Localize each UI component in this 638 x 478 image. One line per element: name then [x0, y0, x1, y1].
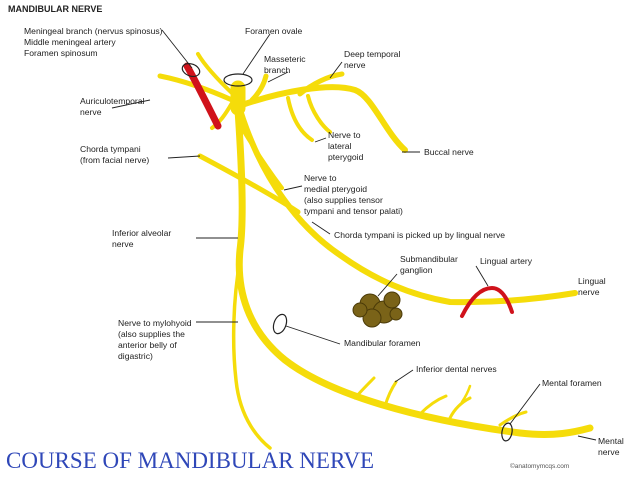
- foramen-markers: [181, 62, 513, 442]
- auriculotemporal-root: [210, 101, 234, 130]
- lingual-artery: [460, 285, 514, 318]
- svg-text:(also supplies tensor: (also supplies tensor: [304, 195, 383, 205]
- label-meningeal: Meningeal branch (nervus spinosus) Middl…: [24, 26, 163, 58]
- diagram-header: MANDIBULAR NERVE: [8, 4, 102, 14]
- label-masseteric: Masseteric branch: [264, 54, 306, 75]
- label-mental-nerve: Mental nerve: [598, 436, 624, 457]
- svg-text:lateral: lateral: [328, 141, 351, 151]
- mylohyoid-nerve: [231, 258, 272, 450]
- label-inferior-alveolar: Inferior alveolar nerve: [112, 228, 171, 249]
- label-lingual-nerve: Lingual nerve: [578, 276, 606, 297]
- label-mandibular-foramen: Mandibular foramen: [344, 338, 421, 348]
- svg-text:digastric): digastric): [118, 351, 153, 361]
- foramen-spinosum-ring: [181, 62, 201, 78]
- label-buccal: Buccal nerve: [424, 147, 474, 157]
- leader-lines: [111, 29, 597, 441]
- svg-text:nerve: nerve: [80, 107, 102, 117]
- medial-pterygoid-nerve: [238, 123, 284, 190]
- submandibular-ganglion: [352, 291, 403, 328]
- svg-text:tympani and tensor palati): tympani and tensor palati): [304, 206, 403, 216]
- svg-text:branch: branch: [264, 65, 290, 75]
- inferior-alveolar-nerve: [234, 106, 594, 438]
- svg-text:Nerve to: Nerve to: [304, 173, 337, 183]
- nerve-trunks: [157, 52, 594, 450]
- masseteric-nerve: [249, 73, 269, 103]
- svg-text:Lingual: Lingual: [578, 276, 606, 286]
- label-mental-foramen: Mental foramen: [542, 378, 602, 388]
- label-chorda-tympani: Chorda tympani (from facial nerve): [80, 144, 149, 165]
- svg-text:pterygoid: pterygoid: [328, 152, 364, 162]
- svg-text:(from facial nerve): (from facial nerve): [80, 155, 149, 165]
- deep-temporal-nerve: [297, 71, 345, 97]
- label-chorda-picked-up: Chorda tympani is picked up by lingual n…: [334, 230, 505, 240]
- lingual-nerve: [237, 107, 578, 306]
- auriculotemporal-nerve-2: [196, 52, 237, 98]
- svg-text:Meningeal branch (nervus spino: Meningeal branch (nervus spinosus): [24, 26, 163, 36]
- svg-text:Nerve to: Nerve to: [328, 130, 361, 140]
- label-lingual-artery: Lingual artery: [480, 256, 533, 266]
- svg-text:medial pterygoid: medial pterygoid: [304, 184, 367, 194]
- svg-text:Mental: Mental: [598, 436, 624, 446]
- label-foramen-ovale: Foramen ovale: [245, 26, 303, 36]
- svg-text:Middle meningeal artery: Middle meningeal artery: [24, 37, 116, 47]
- label-inferior-dental: Inferior dental nerves: [416, 364, 497, 374]
- chorda-tympani-nerve: [197, 153, 301, 215]
- svg-text:Inferior alveolar: Inferior alveolar: [112, 228, 171, 238]
- buccal-nerve: [239, 84, 408, 153]
- foramen-ovale-ring: [223, 73, 253, 87]
- label-submandibular: Submandibular ganglion: [400, 254, 458, 275]
- footer-title: COURSE OF MANDIBULAR NERVE: [6, 448, 374, 473]
- label-medial-pterygoid: Nerve to medial pterygoid (also supplies…: [304, 173, 403, 216]
- lateral-pterygoid-nerve-2: [306, 94, 332, 134]
- svg-text:anterior belly of: anterior belly of: [118, 340, 177, 350]
- copyright-text: ©anatomymcqs.com: [510, 462, 569, 470]
- svg-text:ganglion: ganglion: [400, 265, 433, 275]
- label-auriculotemporal: Auriculotemporal nerve: [80, 96, 145, 117]
- svg-text:nerve: nerve: [112, 239, 134, 249]
- svg-text:Auriculotemporal: Auriculotemporal: [80, 96, 145, 106]
- svg-text:Chorda tympani: Chorda tympani: [80, 144, 141, 154]
- inferior-dental-branches: [353, 376, 528, 427]
- label-mylohyoid: Nerve to mylohyoid (also supplies the an…: [118, 318, 192, 361]
- svg-text:(also supplies the: (also supplies the: [118, 329, 185, 339]
- svg-text:Deep temporal: Deep temporal: [344, 49, 400, 59]
- svg-text:Nerve to mylohyoid: Nerve to mylohyoid: [118, 318, 192, 328]
- lateral-pterygoid-nerve: [286, 96, 314, 142]
- svg-text:Masseteric: Masseteric: [264, 54, 306, 64]
- label-deep-temporal: Deep temporal nerve: [344, 49, 400, 70]
- mental-foramen-ring: [501, 422, 513, 442]
- mandibular-foramen-ring: [272, 313, 288, 335]
- svg-text:nerve: nerve: [578, 287, 600, 297]
- svg-text:Submandibular: Submandibular: [400, 254, 458, 264]
- label-lateral-pterygoid: Nerve to lateral pterygoid: [328, 130, 364, 162]
- middle-meningeal-artery: [183, 62, 222, 130]
- svg-text:Foramen spinosum: Foramen spinosum: [24, 48, 98, 58]
- svg-text:nerve: nerve: [344, 60, 366, 70]
- svg-text:nerve: nerve: [598, 447, 620, 457]
